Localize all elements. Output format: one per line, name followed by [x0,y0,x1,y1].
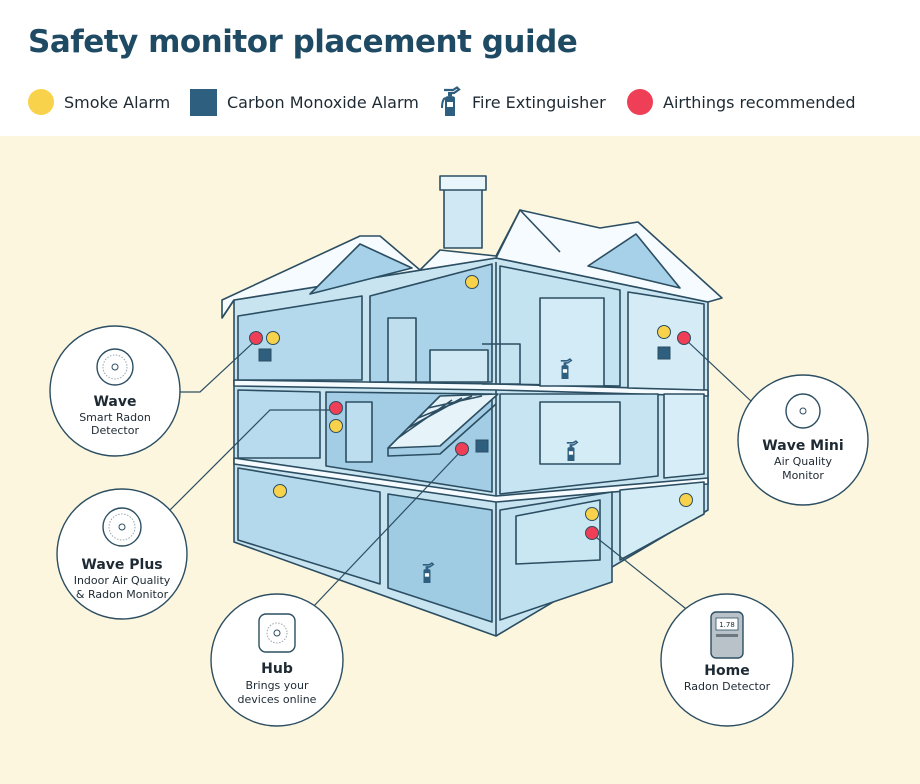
page-title: Safety monitor placement guide [28,24,578,60]
wave-desc-2: Detector [91,424,139,437]
wave-desc-1: Smart Radon [79,411,151,424]
smoke-alarm-marker [657,325,671,339]
smoke-alarm-marker [266,331,280,345]
smoke-alarm-icon [28,89,54,115]
house-diagram: Wave Smart Radon Detector Wave Plus Indo… [49,175,869,727]
legend-smoke-alarm: Smoke Alarm [28,86,170,118]
recommended-icon [627,89,653,115]
wave-device-icon [96,348,134,386]
connector-lines [169,337,753,613]
recommended-marker [455,442,469,456]
recommended-marker [249,331,263,345]
hub-name: Hub [261,661,293,677]
smoke-alarm-marker [679,493,693,507]
legend-airthings-recommended: Airthings recommended [627,86,856,118]
hub-desc-1: Brings your [245,679,309,692]
smoke-alarm-marker [273,484,287,498]
fire-extinguisher-icon [560,358,573,379]
co-alarm-marker [657,346,671,360]
hub-device-icon [258,613,296,653]
fire-extinguisher-markers [422,358,579,583]
co-alarm-marker [258,348,272,362]
wave-mini-device-icon [785,393,821,429]
wave-mini-desc-1: Air Quality [774,455,832,468]
co-alarm-marker [475,439,489,453]
fire-extinguisher-icon [422,562,435,583]
markers [249,275,693,540]
recommended-marker [329,401,343,415]
device-home: 1.78 Home Radon Detector [660,593,794,727]
legend-recommended-label: Airthings recommended [663,92,856,112]
legend-extinguisher-label: Fire Extinguisher [472,92,606,112]
smoke-alarm-marker [329,419,343,433]
legend-fire-extinguisher: Fire Extinguisher [440,86,606,118]
wave-plus-desc-2: & Radon Monitor [76,588,169,601]
house [221,175,723,637]
wave-mini-desc-2: Monitor [782,469,824,482]
legend-co-alarm: Carbon Monoxide Alarm [190,86,419,118]
wave-mini-name: Wave Mini [762,438,843,454]
hub-desc-2: devices online [238,693,317,706]
legend-co-label: Carbon Monoxide Alarm [227,92,419,112]
wave-plus-desc-1: Indoor Air Quality [74,574,171,587]
device-hub: Hub Brings your devices online [210,593,344,727]
fire-extinguisher-icon [441,86,461,116]
home-screen-reading: 1.78 [719,621,735,629]
device-wave-plus: Wave Plus Indoor Air Quality & Radon Mon… [56,488,188,620]
legend-smoke-label: Smoke Alarm [64,92,171,112]
fire-extinguisher-icon [566,440,579,461]
device-wave-mini: Wave Mini Air Quality Monitor [737,374,869,506]
co-alarm-icon [190,88,217,116]
home-name: Home [704,663,749,679]
smoke-alarm-marker [585,507,599,521]
wave-name: Wave [93,394,136,410]
home-desc-1: Radon Detector [684,680,771,693]
recommended-marker [585,526,599,540]
wave-plus-name: Wave Plus [81,557,162,573]
smoke-alarm-marker [465,275,479,289]
recommended-marker [677,331,691,345]
device-wave: Wave Smart Radon Detector [49,325,181,457]
diagram-area: Wave Smart Radon Detector Wave Plus Indo… [0,136,920,784]
header: Safety monitor placement guide Smoke Ala… [0,0,920,136]
